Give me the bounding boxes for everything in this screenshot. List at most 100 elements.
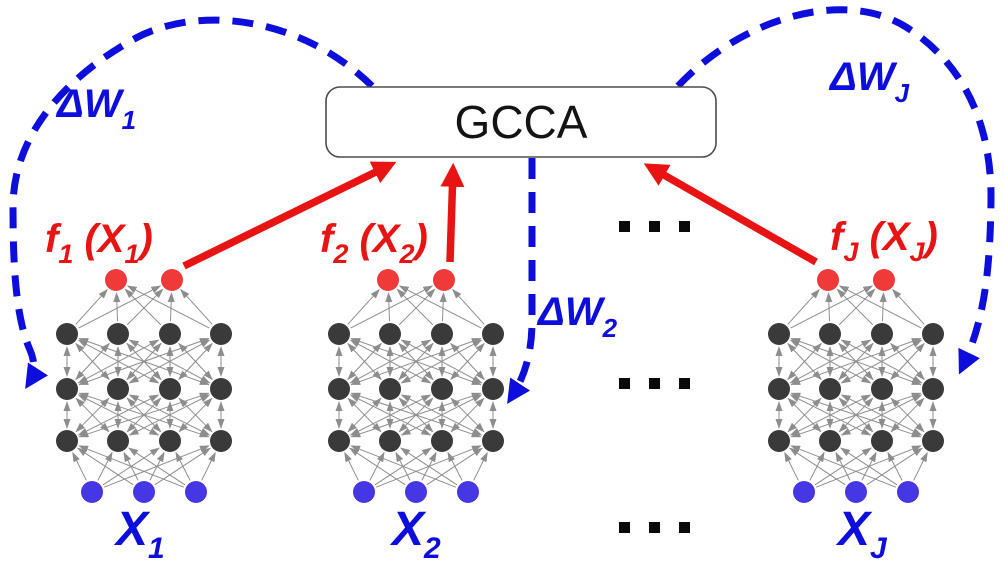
ellipsis-dot	[649, 221, 660, 232]
hidden-node	[431, 378, 453, 400]
hidden-node	[871, 323, 893, 345]
fj-to-gcca-arrow	[643, 163, 818, 266]
gcca-box-rect	[325, 86, 717, 158]
network-edge	[201, 451, 216, 481]
ellipsis-dot	[649, 522, 660, 533]
network-edge	[439, 292, 447, 322]
hidden-node	[107, 430, 129, 452]
hidden-node	[871, 430, 893, 452]
ellipsis-dot	[619, 522, 630, 533]
network-edge	[836, 288, 874, 326]
network-edge	[126, 288, 164, 326]
hidden-node	[482, 378, 504, 400]
network-edge	[913, 451, 928, 481]
network-edge	[76, 447, 134, 486]
network-edge	[72, 451, 87, 481]
network-edge	[838, 285, 922, 329]
hidden-node	[159, 378, 181, 400]
hidden-node	[379, 378, 401, 400]
network-edge	[385, 292, 393, 322]
network-edge	[128, 447, 186, 486]
hidden-node	[871, 378, 893, 400]
network-edge	[890, 397, 925, 433]
network-edge	[879, 292, 887, 322]
network-edge	[175, 451, 191, 481]
gcca-box-label: GCCA	[455, 96, 588, 148]
hidden-node	[56, 430, 78, 452]
ellipsis-dot	[649, 378, 660, 389]
hidden-node	[328, 323, 350, 345]
input-node	[897, 481, 919, 503]
network-edge	[473, 451, 488, 481]
hidden-node	[210, 323, 232, 345]
hidden-node	[328, 430, 350, 452]
input-node	[185, 481, 207, 503]
network-edge	[447, 451, 463, 481]
network-edge	[398, 288, 436, 326]
network-edge	[890, 342, 925, 381]
delta-wj-label: ΔWJ	[828, 55, 910, 108]
network-edge	[347, 288, 380, 325]
network-edge	[113, 292, 121, 322]
hidden-node	[922, 323, 944, 345]
network-edge	[350, 445, 457, 488]
network-edge	[78, 285, 162, 329]
ellipsis-dot	[679, 221, 690, 232]
f2-to-gcca-arrow	[440, 162, 465, 263]
hidden-node	[210, 378, 232, 400]
network-edge	[784, 451, 799, 481]
network-edge	[167, 292, 175, 322]
f2-output-label: f2 (X2)	[320, 217, 428, 269]
hidden-node	[107, 378, 129, 400]
network-edge	[840, 447, 898, 486]
delta-w2-label: ΔW2	[536, 290, 618, 343]
network-edge	[348, 447, 406, 486]
hidden-node	[819, 378, 841, 400]
network-edge	[396, 288, 434, 326]
hidden-node	[56, 323, 78, 345]
fj-output-label: fJ (XJ)	[830, 215, 938, 267]
delta-w1-feedback-arrow	[9, 16, 375, 390]
output-node	[433, 269, 455, 291]
network-edge	[450, 342, 485, 381]
hidden-node	[379, 323, 401, 345]
hidden-node	[922, 430, 944, 452]
delta-w2-feedback-arrow	[507, 158, 536, 404]
input-node	[845, 481, 867, 503]
network-edge	[124, 288, 162, 326]
network-edge	[398, 285, 482, 329]
delta-w1-label: ΔW1	[55, 82, 136, 135]
input-node	[405, 481, 427, 503]
network-edge	[178, 342, 213, 381]
hidden-node	[431, 323, 453, 345]
ellipsis-dots	[619, 221, 690, 533]
network-edge	[787, 288, 820, 325]
xj-input-label: XJ	[835, 503, 888, 565]
f1-to-gcca-arrow	[182, 161, 397, 270]
gcca-box: GCCA	[325, 86, 717, 158]
output-node	[873, 269, 895, 291]
network-edge	[788, 447, 846, 486]
network-edge	[75, 288, 108, 325]
ellipsis-dot	[619, 221, 630, 232]
hidden-node	[482, 430, 504, 452]
network-edge	[178, 397, 213, 433]
ellipsis-dots-row	[619, 378, 690, 389]
network-edge	[400, 447, 458, 486]
network-edge	[790, 445, 897, 488]
hidden-node	[328, 378, 350, 400]
output-node	[105, 269, 127, 291]
neural-networks	[56, 269, 944, 503]
input-node	[457, 481, 479, 503]
input-node	[353, 481, 375, 503]
hidden-node	[819, 323, 841, 345]
network-edge	[350, 285, 434, 329]
ellipsis-dots-row	[619, 221, 690, 232]
neural-network-2	[328, 269, 504, 503]
x2-input-label: X2	[389, 503, 441, 565]
network-edge	[887, 451, 903, 481]
hidden-node	[922, 378, 944, 400]
network-edge	[838, 288, 876, 326]
